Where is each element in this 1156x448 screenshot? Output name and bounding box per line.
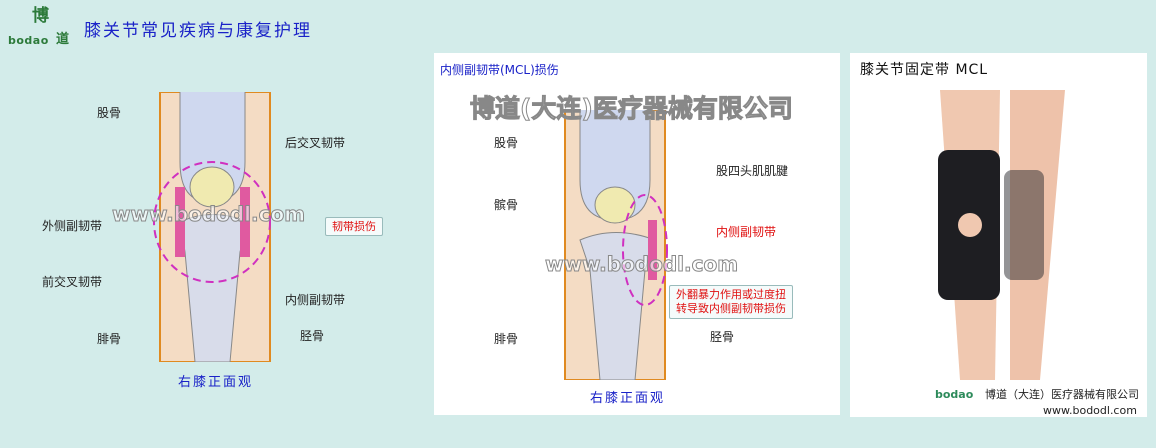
left-caption: 右膝正面观 (178, 375, 254, 390)
mcl-caption: 右膝正面观 (590, 391, 666, 406)
knee-illustration-left (153, 92, 271, 362)
logo-glyph-2: 道 (56, 32, 70, 47)
label-quad-tendon: 股四头肌肌腱 (716, 164, 789, 178)
label-patella: 髌骨 (494, 198, 519, 212)
knee-illustration-mcl (564, 110, 668, 380)
injury-note: 外翻暴力作用或过度扭 转导致内侧副韧带损伤 (669, 285, 793, 319)
watermark-company: 博道(大连)医疗器械有限公司 (470, 94, 794, 123)
company-name: 博道（大连）医疗器械有限公司 (985, 388, 1139, 401)
product-title: 膝关节固定带 MCL (860, 62, 989, 78)
label-acl: 前交叉韧带 (42, 275, 103, 289)
note-line-1: 外翻暴力作用或过度扭 (676, 288, 786, 301)
knee-brace-product-image (938, 90, 1065, 380)
label-tibia: 胫骨 (710, 330, 735, 344)
label-mcl: 内侧副韧带 (285, 293, 346, 307)
label-pcl: 后交叉韧带 (285, 136, 346, 150)
page-title: 膝关节常见疾病与康复护理 (84, 21, 312, 41)
logo-text: bodao (8, 34, 49, 47)
label-lcl: 外侧副韧带 (42, 219, 103, 233)
watermark-url: www.bododl.com (544, 252, 739, 276)
watermark-url: www.bododl.com (111, 202, 306, 226)
logo-glyph: 博 (32, 6, 49, 26)
label-mcl: 内侧副韧带 (716, 225, 777, 239)
brand-logo: bodao (935, 388, 974, 401)
injury-callout: 韧带损伤 (325, 217, 383, 237)
label-femur: 股骨 (494, 136, 519, 150)
company-url[interactable]: www.bododl.com (1043, 404, 1137, 417)
label-tibia: 胫骨 (300, 329, 325, 343)
label-fibula: 腓骨 (97, 332, 122, 346)
mcl-panel-title: 内侧副韧带(MCL)损伤 (440, 63, 559, 77)
label-fibula: 腓骨 (494, 332, 519, 346)
label-femur: 股骨 (97, 106, 122, 120)
note-line-2: 转导致内侧副韧带损伤 (676, 302, 786, 315)
